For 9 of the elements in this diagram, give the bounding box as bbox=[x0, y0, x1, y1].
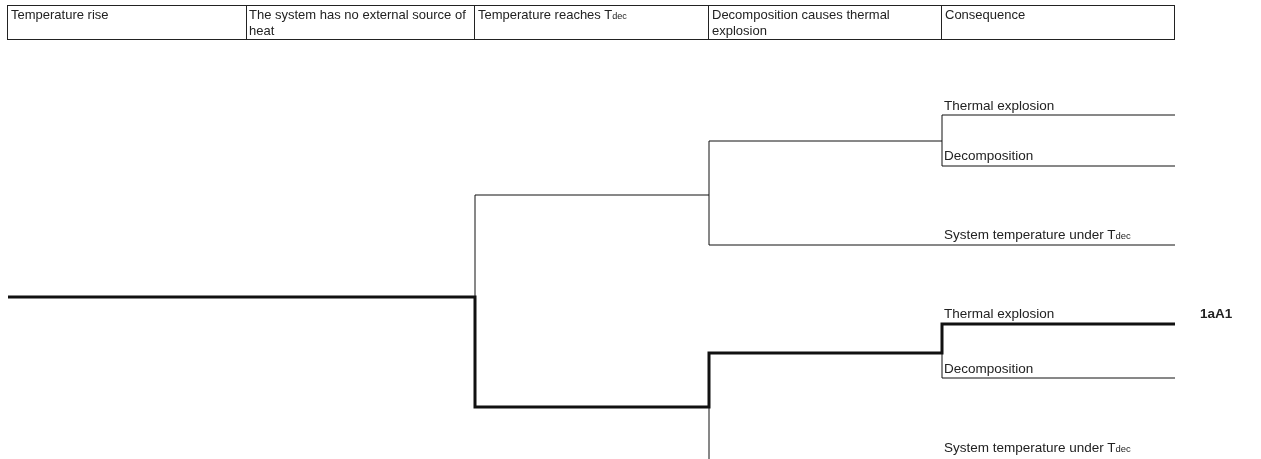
outcome-label: Thermal explosion bbox=[944, 98, 1055, 114]
outcome-label: Decomposition bbox=[944, 148, 1034, 164]
header-cell: Consequence bbox=[942, 5, 1175, 40]
header-cell: Temperature rise bbox=[7, 5, 247, 40]
scenario-code: 1aA1 bbox=[1200, 306, 1233, 322]
outcome-label: Decomposition bbox=[944, 361, 1034, 377]
outcome-label: Thermal explosion bbox=[944, 306, 1055, 322]
header-cell: Decomposition causes thermal explosion bbox=[709, 5, 942, 40]
header-cell: The system has no external source of heat bbox=[246, 5, 475, 40]
